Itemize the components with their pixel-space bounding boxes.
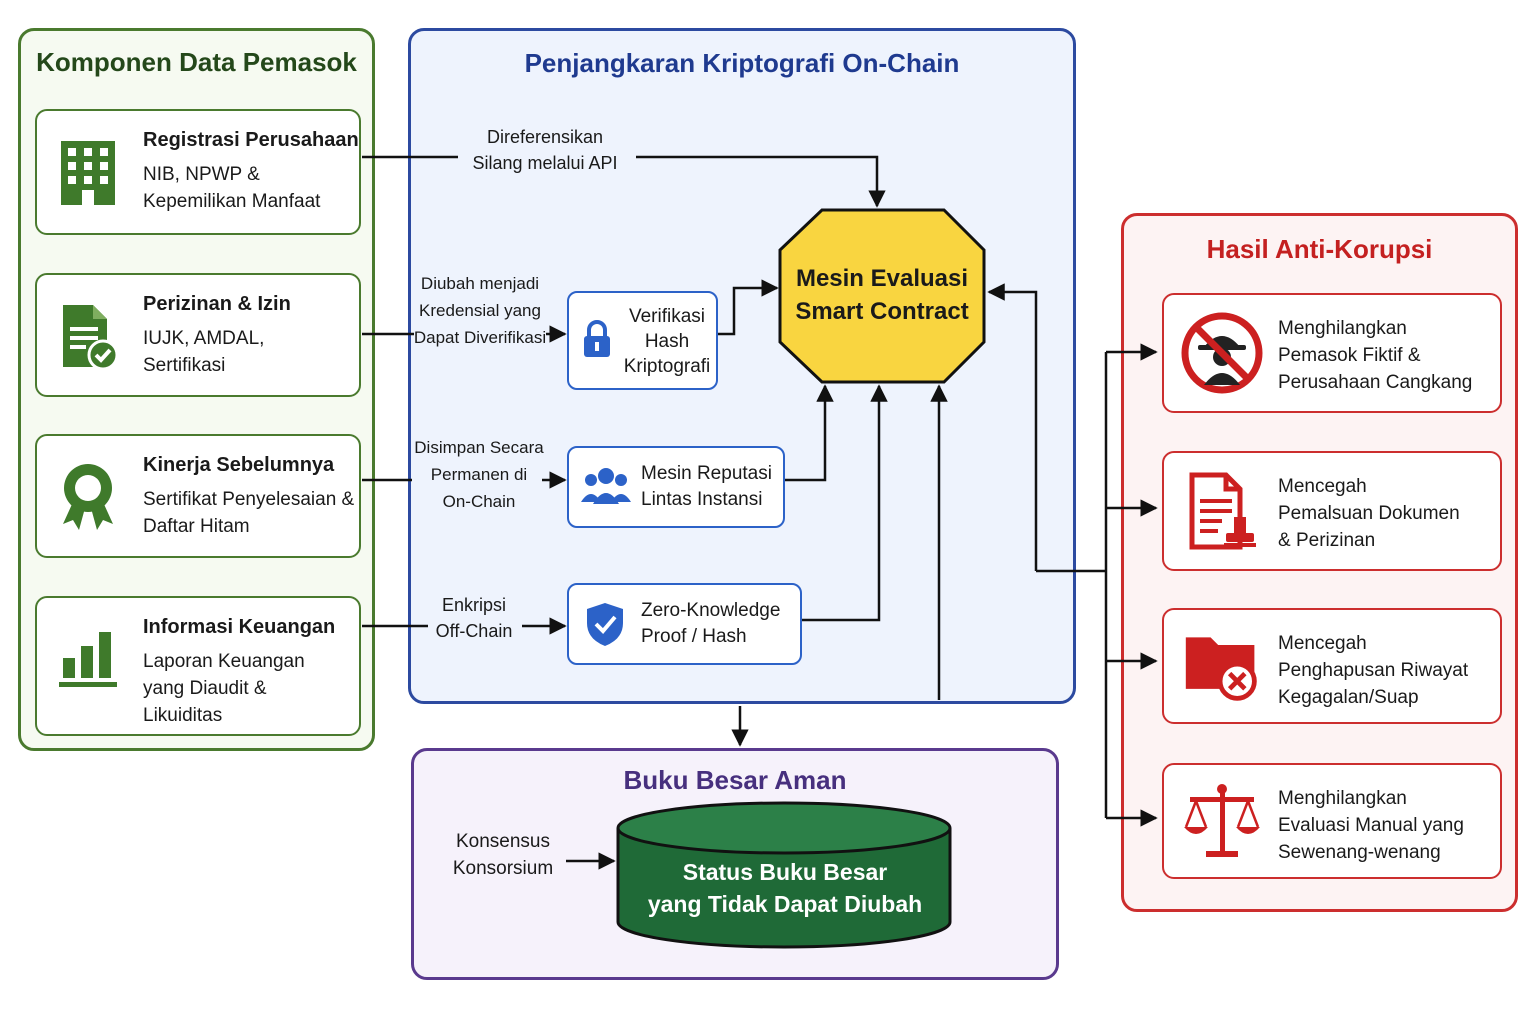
arrow-reputation-to-engine (785, 384, 834, 482)
node-reputation-engine: Mesin Reputasi Lintas Instansi (567, 446, 785, 528)
card-description: Sertifikat Penyelesaian & Daftar Hitam (143, 489, 355, 537)
smart-contract-engine-label: Mesin Evaluasi Smart Contract (795, 265, 969, 325)
label-permanent-onchain: Disimpan Secara Permanen di On-Chain (414, 438, 544, 511)
immutable-ledger-state-label: Status Buku Besar yang Tidak Dapat Diuba… (647, 859, 923, 917)
node-text: Verifikasi Hash Kriptografi (623, 306, 711, 377)
card-description: IUJK, AMDAL, Sertifikasi (143, 328, 265, 376)
arrow-zkp-to-engine (802, 384, 888, 622)
label-verifiable-credential: Diubah menjadi Kredensial yang Dapat Div… (413, 274, 547, 347)
arrow-api-to-engine (636, 155, 886, 208)
lock-icon (584, 320, 610, 357)
building-icon (61, 141, 115, 205)
onchain-panel-title: Penjangkaran Kriptografi On-Chain (524, 48, 960, 78)
outcomes-panel-title: Hasil Anti-Korupsi (1206, 234, 1433, 264)
card-title: Informasi Keuangan (143, 616, 336, 638)
outcome-text: Menghilangkan Evaluasi Manual yang Sewen… (1278, 788, 1464, 863)
card-description: NIB, NPWP & Kepemilikan Manfaat (143, 164, 321, 212)
label-consortium-consensus: Konsensus Konsorsium (452, 831, 554, 879)
no-spy-icon (1181, 312, 1263, 394)
card-description: Laporan Keuangan yang Diaudit & Likuidit… (143, 651, 305, 726)
justice-scale-icon (1184, 784, 1260, 857)
outcome-card-document-forgery: Mencegah Pemalsuan Dokumen & Perizinan (1162, 451, 1502, 571)
node-crypto-hash-verification: Verifikasi Hash Kriptografi (567, 291, 718, 390)
label-api-cross-reference: Direferensikan Silang melalui API (472, 127, 618, 173)
card-licenses-permits: Perizinan & Izin IUJK, AMDAL, Sertifikas… (35, 273, 361, 397)
smart-contract-engine-shape (778, 208, 986, 384)
ledger-panel-title: Buku Besar Aman (623, 765, 847, 795)
card-title: Perizinan & Izin (143, 293, 291, 315)
node-text: Zero-Knowledge Proof / Hash (641, 600, 781, 647)
outcome-card-fictitious-suppliers: Menghilangkan Pemasok Fiktif & Perusahaa… (1162, 293, 1502, 413)
ledger-database-cylinder (616, 801, 952, 949)
card-company-registration: Registrasi Perusahaan NIB, NPWP & Kepemi… (35, 109, 361, 235)
shield-check-icon (587, 603, 623, 646)
node-text: Mesin Reputasi Lintas Instansi (641, 463, 772, 510)
document-stamp-icon (1189, 472, 1256, 550)
supplier-panel-title: Komponen Data Pemasok (36, 47, 357, 77)
users-group-icon (581, 468, 631, 504)
folder-delete-icon (1185, 637, 1257, 701)
license-document-icon (63, 305, 119, 371)
outcome-text: Menghilangkan Pemasok Fiktif & Perusahaa… (1278, 318, 1473, 393)
award-ribbon-icon (63, 464, 113, 530)
card-past-performance: Kinerja Sebelumnya Sertifikat Penyelesai… (35, 434, 361, 558)
outcome-card-history-deletion: Mencegah Penghapusan Riwayat Kegagalan/S… (1162, 608, 1502, 724)
outcome-text: Mencegah Pemalsuan Dokumen & Perizinan (1278, 476, 1460, 551)
outcome-text: Mencegah Penghapusan Riwayat Kegagalan/S… (1278, 633, 1469, 708)
arrow-hash-to-engine (718, 279, 779, 336)
card-title: Kinerja Sebelumnya (143, 454, 335, 476)
supplier-data-panel: Komponen Data Pemasok Registrasi Perusah… (18, 28, 375, 751)
card-financial-information: Informasi Keuangan Laporan Keuangan yang… (35, 596, 361, 736)
card-title: Registrasi Perusahaan (143, 129, 359, 151)
outcome-card-arbitrary-evaluation: Menghilangkan Evaluasi Manual yang Sewen… (1162, 763, 1502, 879)
bar-chart-icon (59, 632, 117, 687)
arrow-outcomes-to-engine (987, 283, 1038, 571)
node-zero-knowledge-proof: Zero-Knowledge Proof / Hash (567, 583, 802, 665)
label-offchain-encryption: Enkripsi Off-Chain (435, 595, 513, 641)
anti-corruption-outcomes-panel: Hasil Anti-Korupsi Menghilangkan Pemasok… (1121, 213, 1518, 912)
